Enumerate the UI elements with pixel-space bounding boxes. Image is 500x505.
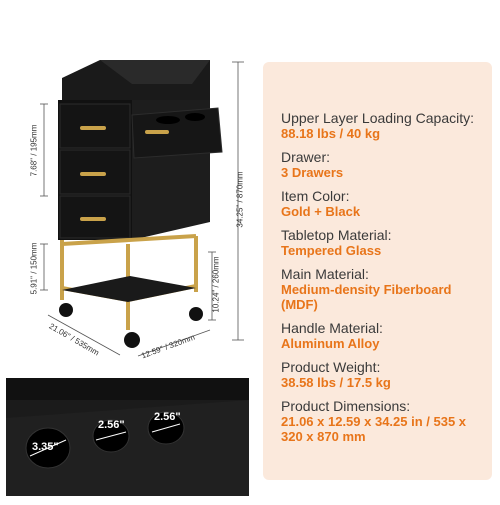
spec-label: Upper Layer Loading Capacity: xyxy=(281,110,475,126)
spec-handle-material: Handle Material: Aluminum Alloy xyxy=(281,320,486,351)
holder-detail-closeup: 3.35" 2.56" 2.56" xyxy=(6,378,249,496)
spec-label: Main Material: xyxy=(281,266,369,282)
spec-label: Handle Material: xyxy=(281,320,383,336)
spec-value: 21.06 x 12.59 x 34.25 in / 535 x 320 x 8… xyxy=(281,414,467,444)
spec-label: Tabletop Material: xyxy=(281,227,392,243)
spec-product-weight: Product Weight: 38.58 lbs / 17.5 kg xyxy=(281,359,486,390)
spec-value: Tempered Glass xyxy=(281,243,382,258)
spec-product-dimensions: Product Dimensions: 21.06 x 12.59 x 34.2… xyxy=(281,398,486,444)
spec-tabletop-material: Tabletop Material: Tempered Glass xyxy=(281,227,486,258)
trolley-cart-drawing xyxy=(40,60,244,357)
spec-label: Product Dimensions: xyxy=(281,398,411,414)
spec-value: 38.58 lbs / 17.5 kg xyxy=(281,375,391,390)
spec-main-material: Main Material: Medium-density Fiberboard… xyxy=(281,266,486,312)
spec-label: Drawer: xyxy=(281,149,331,165)
spec-value: 88.18 lbs / 40 kg xyxy=(281,126,381,141)
spec-value: Gold + Black xyxy=(281,204,361,219)
spec-value: Medium-density Fiberboard (MDF) xyxy=(281,282,452,312)
bottom-shelf xyxy=(62,276,196,302)
hole-size-1: 3.35" xyxy=(32,441,59,453)
spec-loading-capacity: Upper Layer Loading Capacity: 88.18 lbs … xyxy=(281,110,486,141)
spec-label: Product Weight: xyxy=(281,359,381,375)
caster-wheel xyxy=(124,332,140,348)
drawer-handle xyxy=(80,217,106,221)
drawer-height-dimension-label: 7.68" / 195mm xyxy=(29,124,39,177)
drawer-handle xyxy=(80,172,106,176)
spec-panel: Upper Layer Loading Capacity: 88.18 lbs … xyxy=(263,62,492,480)
hole-size-2: 2.56" xyxy=(98,419,125,431)
height-dimension-label: 34.25" / 870mm xyxy=(235,171,245,228)
hole-size-3: 2.56" xyxy=(154,411,181,423)
spec-item-color: Item Color: Gold + Black xyxy=(281,188,486,219)
shelf-height-dimension-label: 5.91" / 150mm xyxy=(29,242,39,295)
product-illustration: 34.25" / 870mm 7.68" / 195mm 5.91" / 150… xyxy=(6,60,249,496)
caster-wheel xyxy=(59,303,73,317)
spec-label: Item Color: xyxy=(281,188,350,204)
spec-list: Upper Layer Loading Capacity: 88.18 lbs … xyxy=(281,110,486,452)
spec-value: 3 Drawers xyxy=(281,165,344,180)
leg-height-dimension-label: 10.24" / 260mm xyxy=(211,256,221,313)
spec-value: Aluminum Alloy xyxy=(281,336,380,351)
spec-drawer: Drawer: 3 Drawers xyxy=(281,149,486,180)
drawer-handle xyxy=(80,126,106,130)
caster-wheel xyxy=(189,307,203,321)
